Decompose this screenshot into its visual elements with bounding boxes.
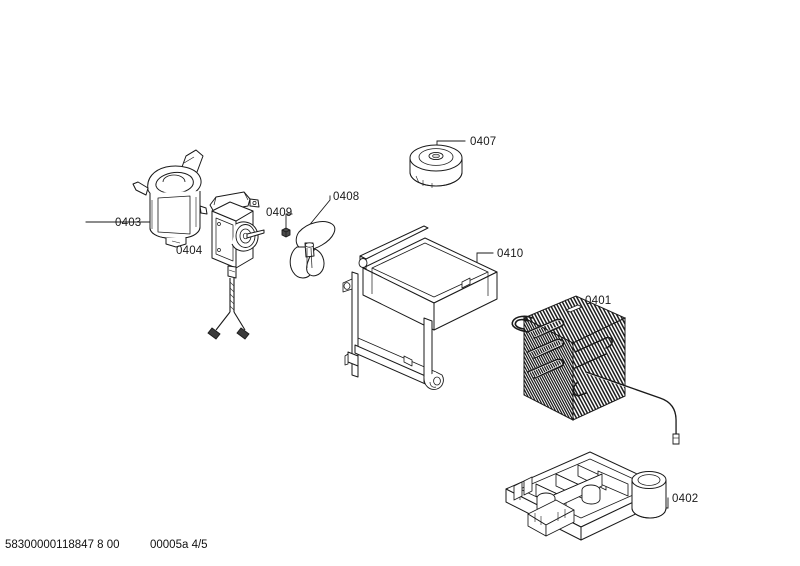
- callout-label-0407: 0407: [470, 136, 497, 148]
- part-drip-tray-0410: [342, 225, 498, 390]
- footer-revision-code: 18847 8 00: [62, 539, 120, 551]
- callout-label-0403: 0403: [115, 217, 142, 229]
- part-evaporator-0401: [511, 295, 680, 445]
- leader-0410: [476, 252, 494, 266]
- leader-0408: [306, 195, 331, 229]
- part-fan-cover-0407: [409, 144, 463, 188]
- leader-0409: [285, 213, 293, 229]
- part-fan-housing-0403: [132, 149, 208, 248]
- wire-terminals: [207, 327, 250, 340]
- motor-wire-harness: [215, 278, 246, 331]
- callout-label-0410: 0410: [497, 248, 524, 260]
- part-fan-blade-0408: [289, 221, 336, 279]
- footer-document-number: 583000001: [5, 539, 63, 551]
- part-fan-motor-0404: [209, 191, 265, 279]
- part-retaining-nut-0409: [281, 227, 291, 238]
- callout-label-0401: 0401: [585, 295, 612, 307]
- footer-page-number: 00005a 4/5: [150, 539, 208, 551]
- part-base-pan-0402: [505, 451, 667, 541]
- callout-label-0404: 0404: [176, 245, 203, 257]
- callout-label-0402: 0402: [672, 493, 699, 505]
- callout-label-0408: 0408: [333, 191, 360, 203]
- callout-label-0409: 0409: [266, 207, 293, 219]
- sheet-footer: 583000001 18847 8 00 00005a 4/5: [0, 536, 800, 560]
